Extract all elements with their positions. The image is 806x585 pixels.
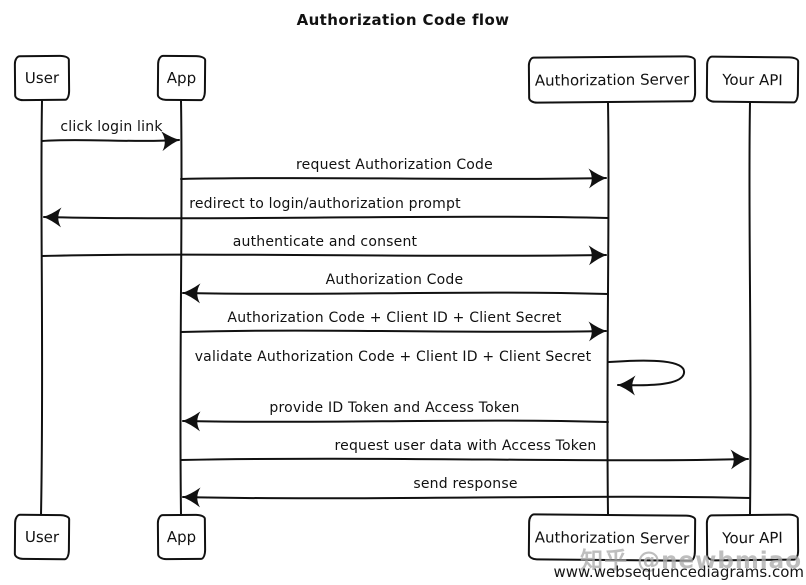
message-label-provide-tokens: provide ID Token and Access Token (269, 400, 520, 416)
lifeline-app (179, 100, 183, 516)
message-label-request-user-data: request user data with Access Token (334, 438, 597, 454)
lifeline-auth-server (606, 102, 610, 515)
zhihu-watermark: 知乎 @newbmiao (580, 548, 802, 574)
actor-label-your-api: Your API (722, 70, 783, 89)
message-label-authenticate-and-consent: authenticate and consent (232, 234, 418, 250)
message-label-authcode-clientid-secret: Authorization Code + Client ID + Client … (227, 310, 562, 326)
message-arrow-redirect-to-login (43, 207, 609, 228)
message-arrow-send-response (182, 487, 751, 508)
message-arrow-provide-tokens (182, 411, 609, 432)
actor-label-user: User (24, 68, 60, 88)
message-arrow-authorization-code (182, 283, 609, 304)
lifeline-your-api (748, 102, 752, 515)
actor-box-auth-server-top: Authorization Server (527, 55, 697, 104)
message-label-send-response: send response (413, 476, 518, 492)
message-label-validate: validate Authorization Code + Client ID … (194, 349, 592, 365)
message-arrow-request-user-data (180, 449, 749, 470)
actor-box-app-bottom: App (156, 513, 207, 561)
actor-label-auth-server: Authorization Server (534, 69, 690, 90)
actor-label-user: User (24, 527, 60, 547)
self-loop-arrow-validate (608, 359, 685, 396)
message-arrow-authcode-clientid-secret (180, 321, 607, 342)
actor-label-app: App (166, 527, 197, 547)
message-label-click-login-link: click login link (60, 119, 163, 135)
message-arrow-authenticate-and-consent (41, 245, 607, 266)
diagram-title: Authorization Code flow (296, 11, 510, 29)
actor-box-app-top: App (156, 54, 207, 102)
message-arrow-click-login-link (41, 131, 180, 152)
actor-label-app: App (166, 68, 197, 88)
message-label-request-authorization-code: request Authorization Code (296, 157, 493, 173)
websequencediagrams-watermark: www.websequencediagrams.com (553, 563, 805, 581)
actor-box-user-bottom: User (13, 513, 71, 561)
actor-box-user-top: User (13, 54, 71, 102)
lifeline-user (40, 100, 44, 516)
actor-box-your-api-top: Your API (705, 55, 800, 104)
message-arrow-request-authorization-code (180, 168, 607, 189)
message-label-redirect-to-login: redirect to login/authorization prompt (189, 196, 461, 212)
message-label-authorization-code: Authorization Code (325, 272, 464, 288)
